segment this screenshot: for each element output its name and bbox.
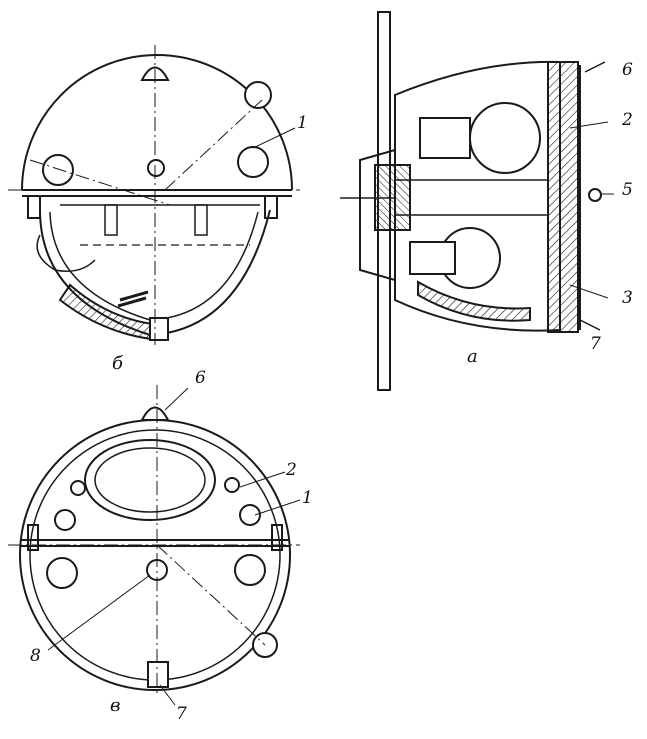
callout-a-5: 5 <box>622 180 633 200</box>
callout-c-6: 6 <box>195 368 206 388</box>
view-a-section <box>340 11 614 391</box>
callout-c-7: 7 <box>176 704 187 724</box>
callout-a-2: 2 <box>622 110 633 130</box>
callout-c-2: 2 <box>286 460 297 480</box>
view-b-front <box>8 45 300 345</box>
view-label-b: б <box>112 353 123 374</box>
callout-a-3: 3 <box>622 288 633 308</box>
view-label-a: a <box>467 346 478 367</box>
view-c-front <box>8 385 301 706</box>
callout-c-8: 8 <box>30 646 41 666</box>
callout-a-6: 6 <box>622 60 633 80</box>
view-label-c: в <box>110 695 121 716</box>
callout-b-1: 1 <box>297 113 308 133</box>
callout-a-7: 7 <box>590 334 601 354</box>
callout-c-1: 1 <box>302 488 313 508</box>
